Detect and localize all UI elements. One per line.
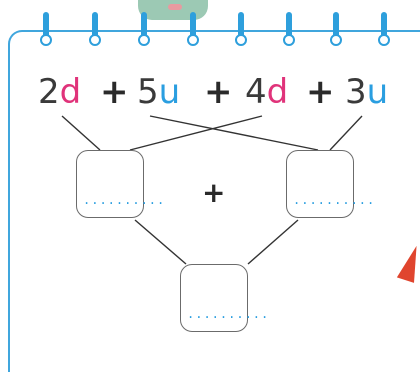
answer-box-left[interactable]: .......... <box>76 150 166 218</box>
term-4-number: 3 <box>345 72 367 112</box>
spiral-ring <box>40 12 52 48</box>
term-4: 3u <box>345 72 388 112</box>
spiral-ring <box>138 12 150 48</box>
line-left-box-to-bottom <box>134 219 187 265</box>
spiral-ring <box>187 12 199 48</box>
connector-lines <box>61 115 363 265</box>
spiral-ring <box>378 12 390 48</box>
between-boxes-plus: + <box>202 176 226 209</box>
term-3-unit: d <box>266 72 289 112</box>
plus-operator: + <box>204 72 233 112</box>
line-term1-to-left-box <box>61 115 101 151</box>
line-term3-to-left-box <box>129 115 263 151</box>
spiral-ring <box>89 12 101 48</box>
term-1: 2d <box>38 72 81 112</box>
term-4-unit: u <box>366 72 389 112</box>
term-3-number: 4 <box>245 72 267 112</box>
plus-operator: + <box>306 72 335 112</box>
answer-box-bottom[interactable]: .......... <box>180 264 270 332</box>
plus-operator: + <box>100 72 129 112</box>
answer-box-right[interactable]: .......... <box>286 150 376 218</box>
term-2-unit: u <box>158 72 181 112</box>
spiral-ring <box>330 12 342 48</box>
answer-box-bottom-placeholder: .......... <box>187 307 270 321</box>
line-term2-to-right-box <box>149 115 319 151</box>
line-term4-to-right-box <box>329 115 363 151</box>
term-2: 5u <box>137 72 180 112</box>
term-2-number: 5 <box>137 72 159 112</box>
line-right-box-to-bottom <box>247 219 299 265</box>
term-1-number: 2 <box>38 72 60 112</box>
term-1-unit: d <box>59 72 82 112</box>
term-3: 4d <box>245 72 288 112</box>
answer-box-right-placeholder: .......... <box>293 193 376 207</box>
spiral-ring <box>235 12 247 48</box>
answer-box-left-placeholder: .......... <box>83 193 166 207</box>
spiral-ring <box>283 12 295 48</box>
